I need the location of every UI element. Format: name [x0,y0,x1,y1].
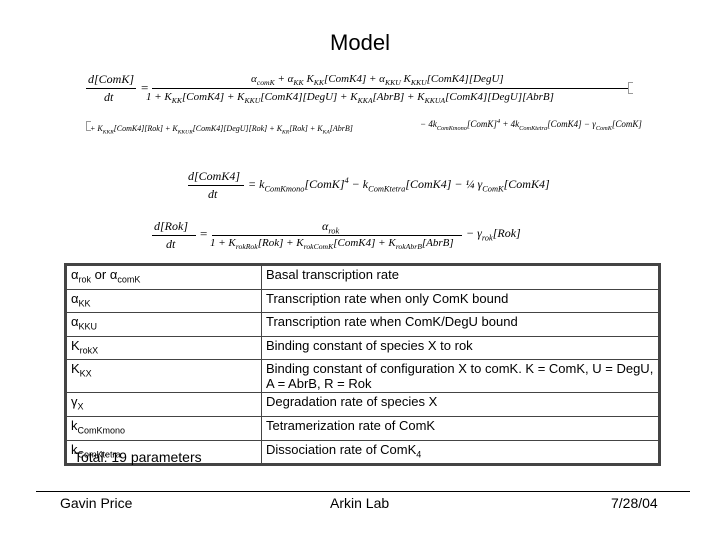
param-description: Binding constant of configuration X to c… [261,359,660,394]
footer-lab: Arkin Lab [330,495,390,511]
eq2-lhs-numerator: d[ComK4] [188,169,241,183]
slide-title: Model [330,30,390,55]
footer-divider [36,491,690,492]
table-row: kComKtetra Dissociation rate of ComK4 [65,439,660,466]
param-symbol: kComKtetra [65,439,262,466]
param-description: Transcription rate when ComK/DegU bound [261,312,660,337]
param-symbol: KKX [65,359,262,394]
param-description: Degradation rate of species X [261,392,660,417]
param-symbol: αKK [65,288,262,314]
equation-comk-continued: + KKKR[ComK4][Rok] + KKKUR[ComK4][DegU][… [86,118,686,142]
parameter-table: αrok or αcomK Basal transcription rate α… [64,263,661,467]
footer-author: Gavin Price [60,495,133,511]
param-description: Binding constant of species X to rok [261,335,660,361]
footer-date: 7/28/04 [611,495,658,511]
eq3-lhs-denominator: dt [166,237,176,251]
param-symbol: αrok or αcomK [65,264,262,290]
eq1-rhs-numerator: αcomK + αKK KKK[ComK4] + αKKU KKKU[ComK4… [251,73,504,88]
param-symbol: γX [65,392,262,417]
param-symbol: KrokX [65,335,262,361]
param-description: Tetramerization rate of ComK [261,415,660,441]
eq1-rhs-denominator: 1 + KKK[ComK4] + KKKU[ComK4][DegU] + KKK… [146,91,554,106]
equation-comk: d[ComK] dt = αcomK + αKK KKK[ComK4] + αK… [86,72,646,142]
eq2-rhs: = kComKmono[ComK]4 − kComKtetra[ComK4] −… [248,176,550,194]
param-description: Transcription rate when only ComK bound [261,288,660,314]
total-parameters: Total: 19 parameters [74,449,202,465]
param-symbol: αKKU [65,312,262,337]
eq3-rhs-denominator: 1 + KrokRok[Rok] + KrokComK[ComK4] + Kro… [210,237,454,252]
table-row: αKK Transcription rate when only ComK bo… [65,288,660,314]
table-row: γX Degradation rate of species X [65,392,660,417]
eq3-lhs-numerator: d[Rok] [154,219,188,233]
eq1-lhs-numerator: d[ComK] [88,72,135,86]
eq1-lhs-denominator: dt [104,90,114,104]
param-symbol: kComKmono [65,415,262,441]
equation-comk4: d[ComK4] dt = kComKmono[ComK]4 − kComKte… [188,168,550,202]
eq3-tail: − γrok[Rok] [466,226,521,243]
table-row: kComKmono Tetramerization rate of ComK [65,415,660,441]
eq2-lhs-denominator: dt [208,187,218,201]
equation-rok: d[Rok] dt = αrok 1 + KrokRok[Rok] + Krok… [152,219,521,252]
table-row: KrokX Binding constant of species X to r… [65,335,660,361]
table-row: αKKU Transcription rate when ComK/DegU b… [65,312,660,337]
eq1-cont-denominator: + KKKR[ComK4][Rok] + KKKUR[ComK4][DegU][… [90,124,353,136]
param-description: Dissociation rate of ComK4 [261,439,660,466]
eq3-rhs-numerator: αrok [322,219,340,236]
table-row: KKX Binding constant of configuration X … [65,359,660,394]
param-description: Basal transcription rate [261,264,660,290]
table-row: αrok or αcomK Basal transcription rate [65,264,660,290]
eq1-cont-tail: − 4kComKmono[ComK]4 + 4kComKtetra[ComK4]… [420,118,642,132]
